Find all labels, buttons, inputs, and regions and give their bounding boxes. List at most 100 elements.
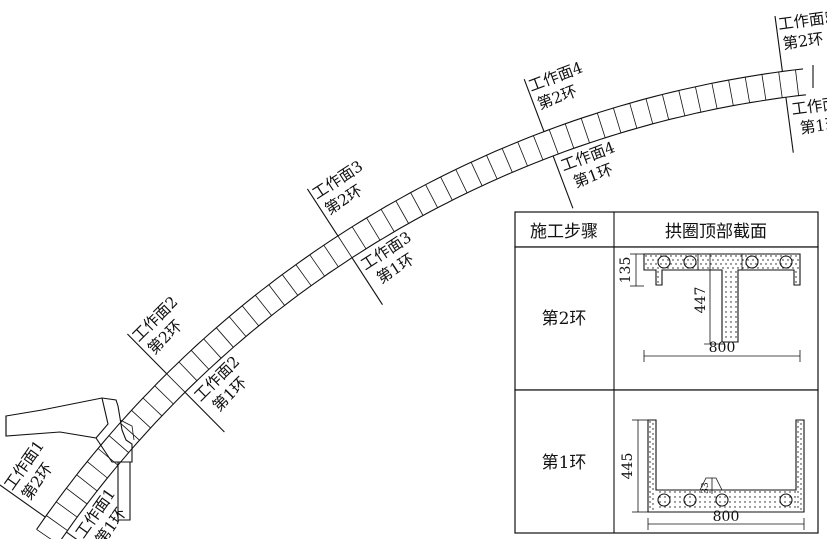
concrete-hatch-dot — [702, 259, 704, 261]
concrete-hatch-dot — [649, 471, 651, 473]
concrete-hatch-dot — [800, 463, 802, 465]
dim-135: 135 — [618, 257, 634, 284]
concrete-hatch-dot — [749, 496, 751, 498]
arch-division — [46, 515, 68, 531]
concrete-hatch-dot — [730, 276, 732, 278]
concrete-hatch-dot — [797, 431, 799, 433]
concrete-hatch-dot — [794, 496, 796, 498]
concrete-hatch-dot — [710, 255, 712, 257]
concrete-hatch-dot — [800, 493, 802, 495]
concrete-hatch-dot — [725, 326, 727, 328]
concrete-hatch-dot — [752, 267, 754, 269]
concrete-hatch-dot — [735, 276, 737, 278]
concrete-hatch-dot — [682, 259, 684, 261]
arch-division — [711, 83, 718, 109]
concrete-hatch-dot — [649, 456, 651, 458]
concrete-hatch-dot — [737, 259, 739, 261]
arch-division — [695, 86, 702, 113]
concrete-hatch-dot — [730, 326, 732, 328]
concrete-hatch-dot — [650, 255, 652, 257]
concrete-hatch-dot — [790, 263, 792, 265]
concrete-hatch-dot — [652, 508, 654, 510]
concrete-hatch-dot — [665, 263, 667, 265]
arch-ring — [36, 65, 814, 539]
concrete-hatch-dot — [664, 491, 666, 493]
table-step-ring-1: 第1环 — [542, 453, 587, 473]
concrete-hatch-dot — [725, 311, 727, 313]
concrete-hatch-dot — [745, 263, 747, 265]
concrete-hatch-dot — [719, 501, 721, 503]
concrete-hatch-dot — [652, 458, 654, 460]
arch-division — [596, 112, 606, 138]
concrete-hatch-dot — [735, 296, 737, 298]
arch-division — [154, 385, 174, 405]
concrete-hatch-dot — [735, 336, 737, 338]
concrete-hatch-dot — [684, 506, 686, 508]
concrete-hatch-dot — [729, 506, 731, 508]
concrete-hatch-dot — [757, 267, 759, 269]
concrete-hatch-dot — [759, 496, 761, 498]
concrete-hatch-dot — [725, 321, 727, 323]
concrete-hatch-dot — [669, 501, 671, 503]
concrete-hatch-dot — [649, 506, 651, 508]
concrete-hatch-dot — [652, 259, 654, 261]
concrete-hatch-dot — [670, 255, 672, 257]
concrete-hatch-dot — [797, 496, 799, 498]
concrete-hatch-dot — [800, 498, 802, 500]
concrete-hatch-dot — [664, 501, 666, 503]
concrete-hatch-dot — [800, 428, 802, 430]
concrete-hatch-dot — [665, 255, 667, 257]
section-ring-2: 135 447 800 — [618, 253, 801, 362]
concrete-hatch-dot — [725, 316, 727, 318]
concrete-hatch-dot — [649, 491, 651, 493]
concrete-hatch-dot — [800, 448, 802, 450]
concrete-hatch-dot — [734, 496, 736, 498]
concrete-hatch-dot — [747, 259, 749, 261]
concrete-hatch-dot — [679, 501, 681, 503]
concrete-hatch-dot — [789, 506, 791, 508]
concrete-hatch-dot — [719, 496, 721, 498]
arch-division — [97, 448, 119, 466]
arch-division — [395, 200, 409, 224]
arch-division — [645, 98, 654, 124]
concrete-hatch-dot — [772, 259, 774, 261]
concrete-hatch-dot — [657, 259, 659, 261]
arch-voussoir-divisions — [36, 69, 799, 539]
concrete-hatch-dot — [697, 267, 699, 269]
concrete-hatch-dot — [702, 267, 704, 269]
concrete-hatch-dot — [797, 481, 799, 483]
concrete-hatch-dot — [797, 501, 799, 503]
concrete-hatch-dot — [800, 473, 802, 475]
dim-447: 447 — [693, 287, 709, 314]
concrete-hatch-dot — [692, 267, 694, 269]
concrete-hatch-dot — [647, 267, 649, 269]
work-face-group: 工作面1 第2环 工作面1 第1环 — [0, 437, 130, 539]
concrete-hatch-dot — [657, 276, 659, 278]
arch-division — [215, 327, 234, 348]
concrete-hatch-dot — [800, 503, 802, 505]
concrete-hatch-dot — [689, 501, 691, 503]
concrete-hatch-dot — [675, 255, 677, 257]
arch-division — [629, 103, 638, 129]
work-face-group: 工作面3 第2环 工作面3 第1环 — [306, 157, 418, 305]
concrete-hatch-dot — [659, 501, 661, 503]
concrete-hatch-dot — [789, 496, 791, 498]
concrete-hatch-dot — [669, 491, 671, 493]
concrete-hatch-dot — [660, 263, 662, 265]
ring-1-label: 第1环 — [799, 114, 827, 137]
concrete-hatch-dot — [735, 255, 737, 257]
concrete-hatch-dot — [797, 421, 799, 423]
concrete-hatch-dot — [767, 259, 769, 261]
concrete-hatch-dot — [795, 263, 797, 265]
concrete-hatch-dot — [712, 259, 714, 261]
concrete-hatch-dot — [657, 281, 659, 283]
concrete-hatch-dot — [694, 496, 696, 498]
tendon-duct — [715, 493, 729, 507]
concrete-hatch-dot — [664, 506, 666, 508]
concrete-hatch-dot — [794, 506, 796, 508]
concrete-hatch-dot — [659, 496, 661, 498]
arch-division — [425, 184, 438, 208]
concrete-hatch-dot — [769, 506, 771, 508]
concrete-hatch-dot — [667, 267, 669, 269]
concrete-hatch-dot — [677, 259, 679, 261]
